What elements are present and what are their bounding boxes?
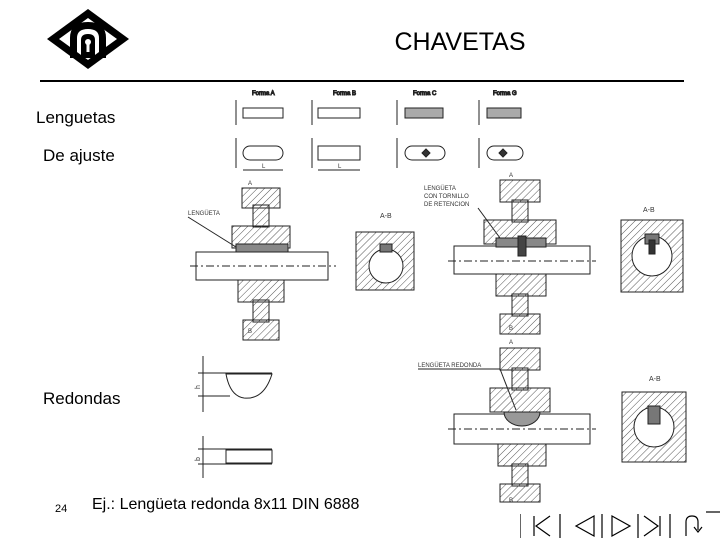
dim-l-1: L xyxy=(262,164,266,170)
dim-l-2: L xyxy=(338,164,342,170)
next-slide-icon[interactable] xyxy=(611,514,632,538)
assembly-lengueta-redonda: LENGÜETA REDONDA A B A-B xyxy=(418,340,687,504)
label-tornillo-3: DE RETENCION xyxy=(424,202,469,208)
label-a-1: A xyxy=(248,181,252,187)
dim-b: b xyxy=(195,457,202,461)
last-slide-icon[interactable] xyxy=(643,515,661,537)
woodruff-key-detail: h b xyxy=(195,356,273,478)
first-slide-icon[interactable] xyxy=(533,515,551,537)
title-divider xyxy=(40,80,684,82)
label-a-2: A xyxy=(509,173,513,179)
label-redonda: LENGÜETA REDONDA xyxy=(418,362,481,369)
return-icon[interactable] xyxy=(685,515,703,536)
previous-slide-icon[interactable] xyxy=(574,514,595,538)
page-number: 24 xyxy=(55,503,68,515)
label-redondas: Redondas xyxy=(43,389,121,408)
label-ab-1: A-B xyxy=(380,213,392,220)
label-ab-2: A-B xyxy=(643,207,655,214)
label-forma-b: Forma B xyxy=(333,91,356,97)
label-tornillo-1: LENGÜETA xyxy=(424,185,456,192)
dim-h: h xyxy=(195,385,202,389)
label-de-ajuste: De ajuste xyxy=(43,146,115,165)
slide-title: CHAVETAS xyxy=(394,28,526,56)
label-forma-a: Forma A xyxy=(252,91,275,97)
label-a-3: A xyxy=(509,340,513,346)
key-forms-top: Forma A Forma B Forma C Forma G L L xyxy=(235,91,524,171)
example-text: Ej.: Lengüeta redonda 8x11 DIN 6888 xyxy=(92,496,360,513)
label-lenguetas: Lenguetas xyxy=(36,108,116,127)
label-forma-c: Forma C xyxy=(413,91,437,97)
university-logo xyxy=(47,9,129,69)
slide-navigation xyxy=(520,511,720,538)
label-ab-3: A-B xyxy=(649,376,661,383)
label-lengueta: LENGÜETA xyxy=(188,210,220,217)
assembly-lengueta: LENGÜETA A B A-B xyxy=(187,181,415,341)
assembly-lengueta-tornillo: LENGÜETA CON TORNILLO DE RETENCION A B A… xyxy=(424,173,684,335)
label-forma-g: Forma G xyxy=(493,91,517,97)
label-tornillo-2: CON TORNILLO xyxy=(424,194,469,200)
